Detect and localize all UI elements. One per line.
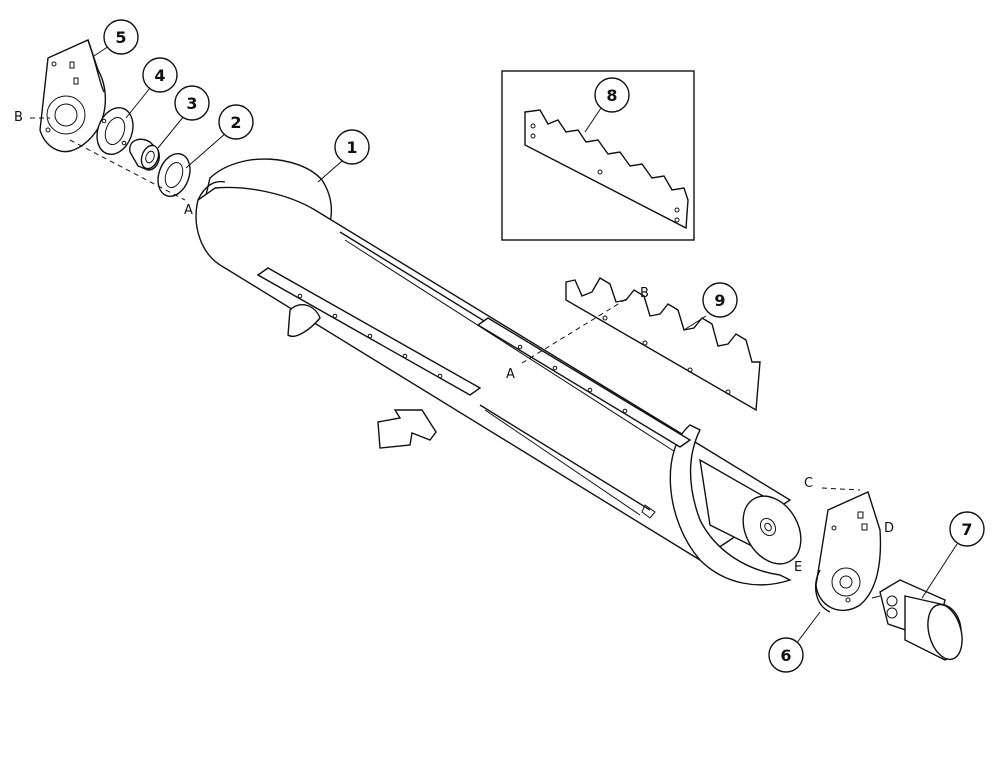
- letter-a-middle: A: [506, 367, 515, 382]
- letter-c-right: C: [804, 476, 813, 491]
- callout-7: 7: [949, 511, 985, 547]
- part-5-left-end-plate: [39, 39, 107, 153]
- part-7-motor: [871, 579, 963, 661]
- letter-e-right: E: [794, 560, 802, 575]
- callout-label-2: 2: [230, 113, 241, 132]
- letter-d-right: D: [884, 521, 894, 536]
- callout-label-1: 1: [346, 138, 357, 157]
- callout-label-8: 8: [606, 86, 617, 105]
- part-9-serrated-strip: [565, 277, 761, 412]
- callout-8: 8: [594, 77, 630, 113]
- part-2-flange: [157, 152, 191, 198]
- letter-b-left: B: [14, 110, 23, 125]
- callout-1: 1: [334, 129, 370, 165]
- callout-3: 3: [174, 85, 210, 121]
- callout-label-3: 3: [186, 94, 197, 113]
- callout-label-5: 5: [115, 28, 126, 47]
- callout-label-7: 7: [961, 520, 972, 539]
- leader-lines: [93, 45, 958, 645]
- callout-9: 9: [702, 282, 738, 318]
- part-1-auger: [195, 158, 802, 586]
- callout-label-4: 4: [154, 66, 165, 85]
- tube-mounting-strip: [256, 267, 482, 396]
- callout-label-9: 9: [714, 291, 725, 310]
- callout-4: 4: [142, 57, 178, 93]
- letter-a-left: A: [184, 203, 193, 218]
- part-3-bearing: [129, 138, 160, 171]
- callout-5: 5: [103, 19, 139, 55]
- letter-b-middle: B: [640, 286, 649, 301]
- part-6-right-end-plate: [814, 491, 882, 613]
- callout-label-6: 6: [780, 646, 791, 665]
- part-4-flange: [96, 107, 134, 155]
- flow-direction-arrow-icon: [377, 409, 437, 449]
- callout-6: 6: [768, 637, 804, 673]
- callout-2: 2: [218, 104, 254, 140]
- tube-mounting-strip-2: [476, 317, 692, 448]
